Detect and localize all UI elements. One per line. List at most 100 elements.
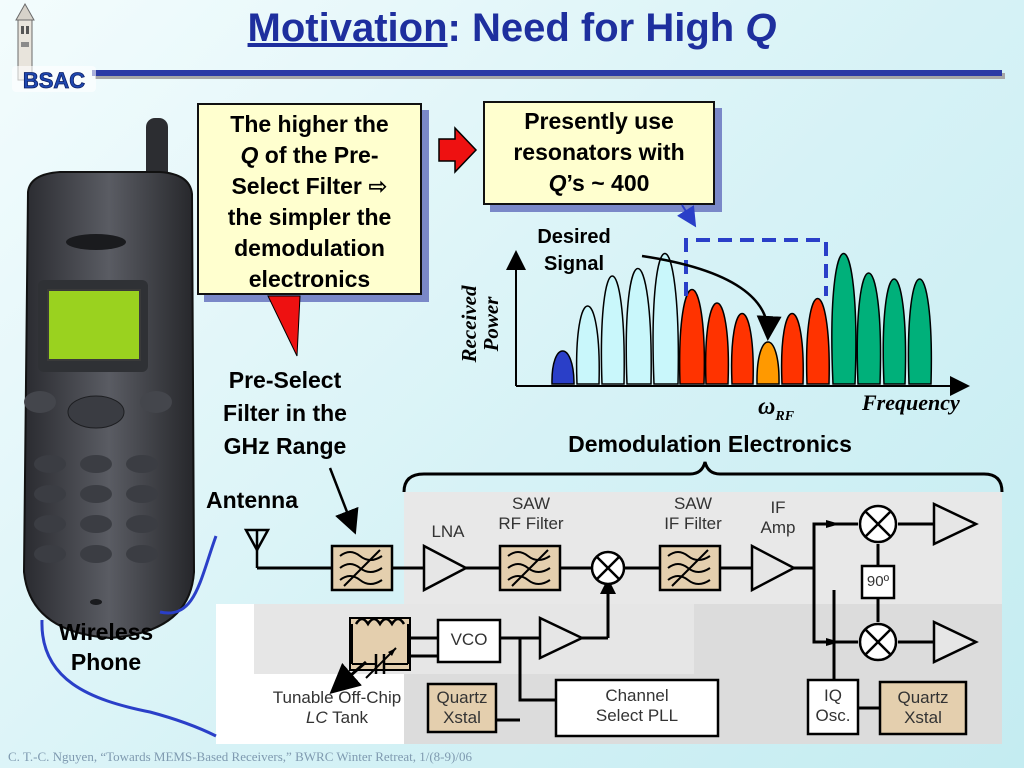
y-axis-label: Received Power [457, 285, 503, 363]
phone-screen [47, 289, 141, 361]
red-arrow-icon [438, 126, 478, 174]
channel-peak [551, 350, 575, 385]
wireless-phone-image [22, 118, 196, 640]
vco-block [436, 618, 502, 664]
channel-peak [730, 313, 754, 385]
quartz-label-line: Xstal [443, 708, 481, 727]
saw-rf-filter-block [498, 544, 562, 592]
channel-peak [856, 272, 882, 385]
callout-right-line: Q’s ~ 400 [485, 168, 713, 199]
omega-rf-label: ωRF [758, 394, 794, 425]
quartz-xstal-block [878, 680, 968, 736]
preselect-filter-label: Pre-Select Filter in the GHz Range [223, 367, 347, 459]
wireless-phone-label: Wireless Phone [58, 619, 154, 675]
vco-label: VCO [450, 630, 488, 649]
antenna-label: Antenna [206, 487, 298, 513]
iq-label-line: Osc. [815, 706, 851, 725]
saw-if-label-line: IF Filter [664, 514, 722, 533]
saw-if-filter-block [658, 544, 722, 592]
quartz-xstal-block [426, 682, 498, 734]
saw-rf-label-line: RF Filter [498, 514, 564, 533]
callout-right-pointer [677, 204, 697, 228]
antenna-icon [243, 528, 271, 568]
iq-label-line: IQ [824, 686, 842, 705]
if-amp-label-line: IF [770, 498, 786, 517]
omega-symbol: ω [758, 394, 776, 420]
callout-left-line: Select Filter ⇨ [231, 173, 388, 199]
campanile-icon [15, 2, 35, 81]
title-rule [92, 70, 1002, 76]
rf-mixer-icon [590, 550, 626, 586]
channel-peak [805, 298, 830, 385]
preselect-filter-window [684, 238, 828, 296]
channel-peak [678, 289, 706, 385]
i-baseband-amp-icon [932, 502, 979, 546]
desired-channel-peak [756, 341, 780, 385]
tank-label-lc: LC [305, 708, 328, 727]
tank-label-line: Tunable Off-Chip [272, 688, 402, 707]
tank-label-line: LC Tank [252, 708, 422, 728]
q-baseband-amp-icon [932, 620, 979, 664]
rf-subscript: RF [775, 408, 795, 424]
callout-right-line: resonators with [513, 139, 685, 165]
slide-title: Motivation: Need for High Q [0, 6, 1024, 51]
pll-label-line: Select PLL [595, 706, 679, 725]
callout-left-line: demodulation [234, 235, 385, 261]
if-amp-label-line: Amp [760, 518, 796, 537]
pll-label-line: Channel [605, 686, 669, 705]
signal-wires [257, 522, 934, 722]
x-axis-label: Frequency [862, 390, 960, 415]
phase-label: 90º [866, 573, 890, 590]
if-amp-icon [750, 543, 797, 593]
callout-left-line: The higher the [230, 111, 389, 137]
callout-left-q: Q [240, 142, 259, 168]
channel-peak [625, 268, 652, 385]
phase-shift-block [860, 564, 896, 600]
lc-tank-icon [349, 617, 411, 679]
desired-signal-label: Desired Signal [537, 226, 611, 275]
channel-peak [704, 302, 730, 385]
phone-cable-bottom [40, 619, 217, 738]
quartz-label-line: Quartz [436, 688, 488, 707]
preselect-label-arrow [328, 467, 359, 535]
i-mixer-icon [858, 504, 898, 544]
logo-text: BSAC [23, 68, 85, 93]
channel-peak [831, 252, 857, 385]
callout-left-line: electronics [248, 266, 371, 292]
callout-pointer [267, 295, 301, 357]
demod-bracket [402, 461, 1004, 493]
callout-left-text: of the Pre- [258, 142, 379, 168]
lna-amplifier-icon [422, 543, 469, 593]
callout-preselect-q: The higher the Q of the Pre- Select Filt… [197, 103, 422, 295]
channel-peak [600, 275, 625, 385]
quartz-label-line: Quartz [897, 688, 949, 707]
iq-osc-block [806, 678, 860, 736]
channel-peak [907, 278, 933, 385]
tank-label-rest: Tank [327, 708, 369, 727]
channel-peak [780, 313, 804, 385]
callout-resonators-q: Presently use resonators with Q’s ~ 400 [483, 101, 715, 205]
channel-peak [882, 278, 907, 385]
callout-right-line: Presently use [524, 108, 674, 134]
title-q: Q [745, 6, 777, 50]
callout-right-text: ’s ~ 400 [566, 170, 650, 196]
vco-buffer-amp-icon [538, 616, 585, 660]
quartz-label-line: Xstal [904, 708, 942, 727]
tank-label-pointer [329, 660, 367, 694]
desired-signal-arrow [641, 254, 782, 341]
callout-left-line: Q of the Pre- [199, 140, 420, 171]
bsac-logo: BSAC [12, 2, 96, 93]
saw-rf-label-line: SAW [511, 494, 551, 513]
saw-if-label-line: SAW [673, 494, 713, 513]
channel-select-pll-block [554, 678, 720, 738]
footer-citation: C. T.-C. Nguyen, “Towards MEMS-Based Rec… [8, 749, 472, 764]
callout-right-q: Q [548, 170, 567, 196]
preselect-filter-block [330, 544, 394, 592]
spectrum-plot [506, 238, 970, 396]
